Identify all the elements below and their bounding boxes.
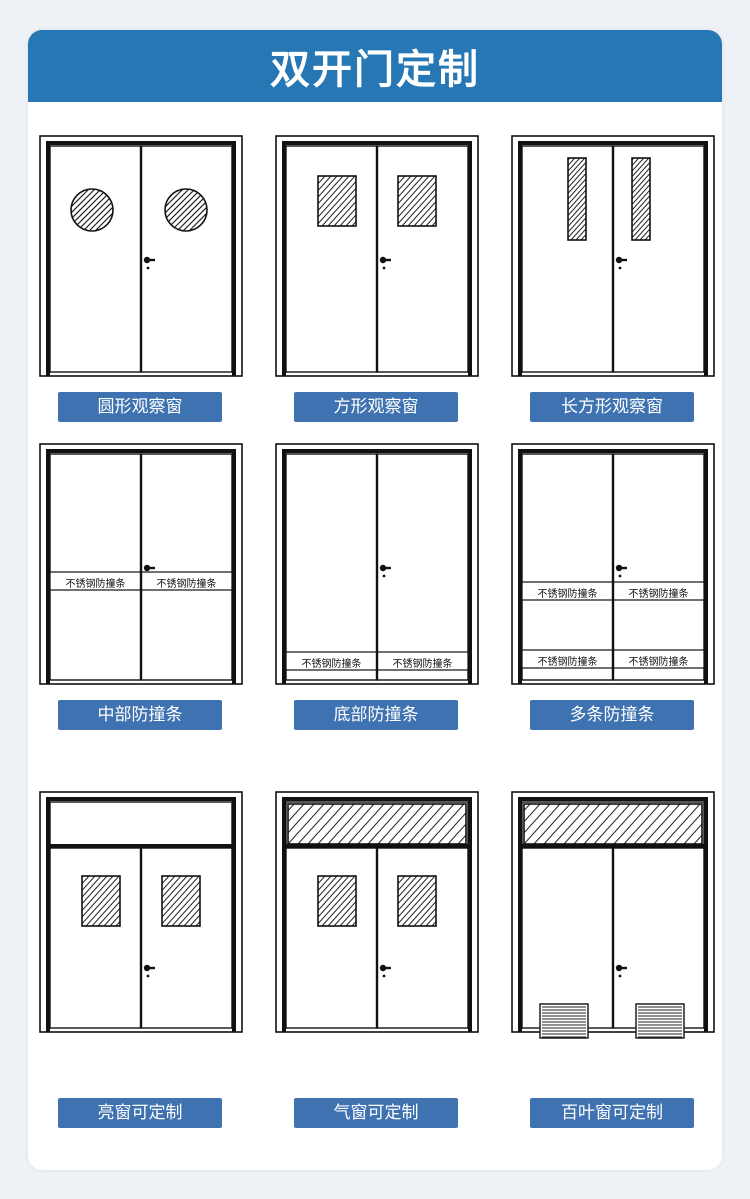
square-window-right [397,875,437,927]
square-window-right [161,875,201,927]
left-leaf [49,453,142,681]
transom [521,801,705,847]
door-drawing [511,791,715,1039]
door-option-1 [39,135,270,436]
louver-left [539,1003,589,1039]
door-option-9 [511,791,722,1092]
left-leaf [521,453,614,681]
door-option-5: 不锈钢防撞条 不锈钢防撞条 [275,443,506,744]
option-label: 圆形观察窗 [58,392,222,422]
door-drawing [275,443,479,685]
tall-window-right [631,157,651,241]
strip-label: 不锈钢防撞条 [156,579,217,590]
left-leaf [285,453,378,681]
right-leaf [140,145,233,373]
round-window-left [70,188,114,232]
door-option-6: 不锈钢防撞条不锈钢防撞条不锈钢防撞条不锈钢防撞条 [511,443,722,744]
option-label: 底部防撞条 [294,700,458,730]
door-handle-icon [379,564,391,578]
square-window-left [317,875,357,927]
right-leaf [376,453,469,681]
option-label: 多条防撞条 [530,700,694,730]
square-window-right [397,175,437,227]
door-handle-icon [379,964,391,978]
page-title: 双开门定制 [270,47,480,93]
door-drawing [39,135,243,377]
strip-label: 不锈钢防撞条 [537,589,598,600]
door-drawing [511,443,715,685]
door-handle-icon [615,256,627,270]
door-option-8 [275,791,506,1092]
strip-label: 不锈钢防撞条 [537,657,598,668]
option-label: 长方形观察窗 [530,392,694,422]
door-drawing [275,791,479,1033]
door-handle-icon [143,964,155,978]
round-window-right [164,188,208,232]
left-leaf [285,145,378,373]
door-handle-icon [615,564,627,578]
option-label: 亮窗可定制 [58,1098,222,1128]
left-leaf [49,145,142,373]
door-handle-icon [615,964,627,978]
door-option-3 [511,135,722,436]
door-option-4: 不锈钢防撞条 不锈钢防撞条 [39,443,270,744]
door-drawing [511,135,715,377]
right-leaf [376,847,469,1029]
strip-label: 不锈钢防撞条 [628,589,689,600]
right-leaf [140,847,233,1029]
right-leaf [612,145,705,373]
header-banner: 双开门定制 [28,30,722,102]
left-leaf [521,847,614,1029]
right-leaf [612,453,705,681]
option-label: 方形观察窗 [294,392,458,422]
door-option-7 [39,791,270,1092]
product-card: 双开门定制 圆形观察窗方形观察窗长方形观察窗不锈钢防撞条不锈钢防撞条中部防撞条不… [28,30,722,1170]
door-drawing [39,791,243,1033]
strip-label: 不锈钢防撞条 [301,659,362,670]
louver-right [635,1003,685,1039]
option-label: 百叶窗可定制 [530,1098,694,1128]
option-label: 中部防撞条 [58,700,222,730]
door-handle-icon [143,256,155,270]
square-window-left [317,175,357,227]
tall-window-left [567,157,587,241]
left-leaf [49,847,142,1029]
door-drawing [275,135,479,377]
door-drawing [39,443,243,685]
door-handle-icon [379,256,391,270]
right-leaf [612,847,705,1029]
strip-label: 不锈钢防撞条 [65,579,126,590]
option-label: 气窗可定制 [294,1098,458,1128]
strip-label: 不锈钢防撞条 [628,657,689,668]
transom-glass [523,803,703,845]
square-window-left [81,875,121,927]
left-leaf [285,847,378,1029]
strip-label: 不锈钢防撞条 [392,659,453,670]
door-option-2 [275,135,506,436]
transom [49,801,233,847]
transom [285,801,469,847]
